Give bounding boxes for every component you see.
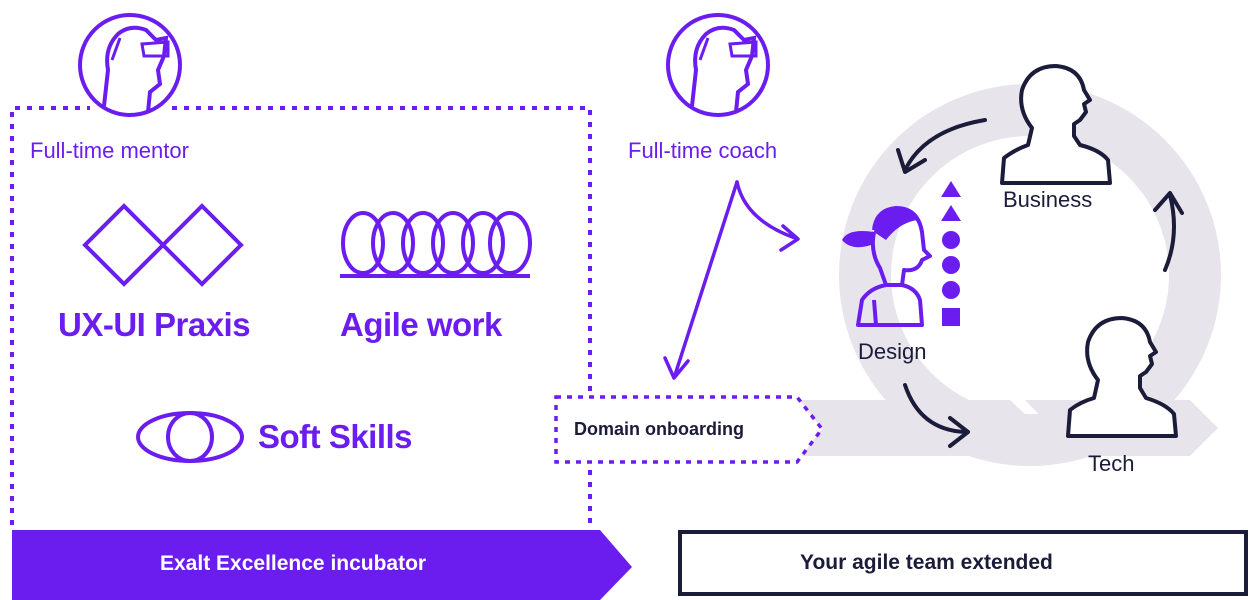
incubator-dotted-box <box>10 106 592 525</box>
cycle-arrows <box>896 118 1184 448</box>
ux-ui-label: UX-UI Praxis <box>58 306 251 343</box>
onboarding-label: Domain onboarding <box>574 419 744 439</box>
business-label: Business <box>1003 187 1093 212</box>
shapes-column-icon <box>941 181 961 326</box>
onboarding-dotted-arrow <box>554 395 825 464</box>
double-diamond-icon <box>82 203 244 287</box>
person-with-glasses-icon <box>78 13 182 117</box>
coach-label: Full-time coach <box>628 138 778 163</box>
incubator-bar <box>12 530 632 600</box>
person-silhouette-icon <box>1000 64 1112 185</box>
coach-arrows <box>663 180 800 380</box>
person-silhouette-icon <box>1066 316 1178 438</box>
team-extended-box <box>678 530 1248 596</box>
ponytail-icon <box>842 231 874 248</box>
person-with-glasses-icon <box>666 13 770 117</box>
soft-skills-label: Soft Skills <box>258 418 413 455</box>
incubator-label: Exalt Excellence incubator <box>160 552 427 575</box>
team-extended-label: Your agile team extended <box>800 551 1053 574</box>
hair-icon <box>874 208 918 240</box>
overlapping-circles-icon <box>136 411 244 463</box>
agile-label: Agile work <box>340 306 502 343</box>
design-label: Design <box>858 339 927 364</box>
loops-icon <box>340 211 532 278</box>
tech-label: Tech <box>1088 451 1135 476</box>
mentor-label: Full-time mentor <box>30 138 189 163</box>
